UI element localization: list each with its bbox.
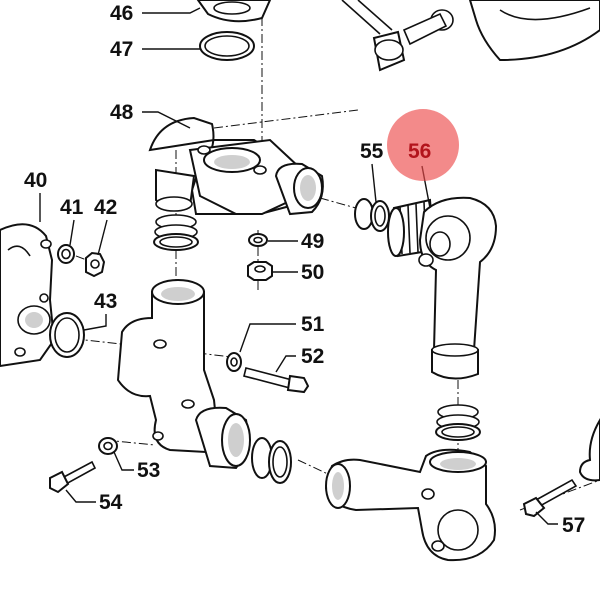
ring-stack-right bbox=[435, 404, 481, 441]
part-54-bolt bbox=[49, 460, 97, 494]
part-41-washer bbox=[57, 244, 75, 264]
callout-labels: 46 47 48 40 41 42 43 49 50 51 52 53 54 5… bbox=[24, 2, 585, 537]
center-lines bbox=[39, 0, 600, 511]
ring-pair-lower bbox=[251, 437, 292, 484]
part-48-upper-body bbox=[148, 116, 324, 216]
part-49-washer bbox=[248, 233, 268, 247]
part-56-elbow-pipe bbox=[387, 196, 498, 380]
part-46-cover bbox=[196, 0, 272, 23]
top-right-housing bbox=[341, 0, 600, 72]
callout-52: 52 bbox=[301, 345, 324, 368]
callout-56: 56 bbox=[408, 140, 431, 163]
lower-right-elbow bbox=[324, 448, 496, 562]
leader-lines bbox=[39, 7, 558, 525]
callout-57: 57 bbox=[562, 514, 585, 537]
callout-49: 49 bbox=[301, 230, 324, 253]
callout-48: 48 bbox=[110, 101, 134, 124]
callout-42: 42 bbox=[94, 196, 117, 219]
part-42-nut bbox=[85, 251, 106, 278]
callout-46: 46 bbox=[110, 2, 133, 25]
part-52-bolt bbox=[243, 367, 310, 394]
callout-54: 54 bbox=[99, 491, 123, 514]
lower-left-body bbox=[116, 279, 251, 470]
callout-55: 55 bbox=[360, 140, 384, 163]
highlight-circle-56 bbox=[387, 109, 459, 181]
part-50-nut bbox=[247, 261, 273, 281]
part-43-oring bbox=[49, 312, 85, 358]
callout-40: 40 bbox=[24, 169, 47, 192]
callout-53: 53 bbox=[137, 459, 160, 482]
part-47-oring bbox=[199, 31, 255, 61]
callout-51: 51 bbox=[301, 313, 325, 336]
callout-47: 47 bbox=[110, 38, 133, 61]
ring-stack-left bbox=[153, 214, 199, 251]
part-40-pump-body bbox=[0, 223, 56, 368]
part-57-bolt bbox=[522, 478, 578, 518]
callout-43: 43 bbox=[94, 290, 117, 313]
part-55-rings bbox=[354, 198, 390, 232]
right-edge-piece bbox=[578, 418, 600, 482]
part-53-washer bbox=[98, 437, 118, 455]
callout-50: 50 bbox=[301, 261, 324, 284]
callout-41: 41 bbox=[60, 196, 84, 219]
part-51-washer bbox=[226, 352, 242, 372]
